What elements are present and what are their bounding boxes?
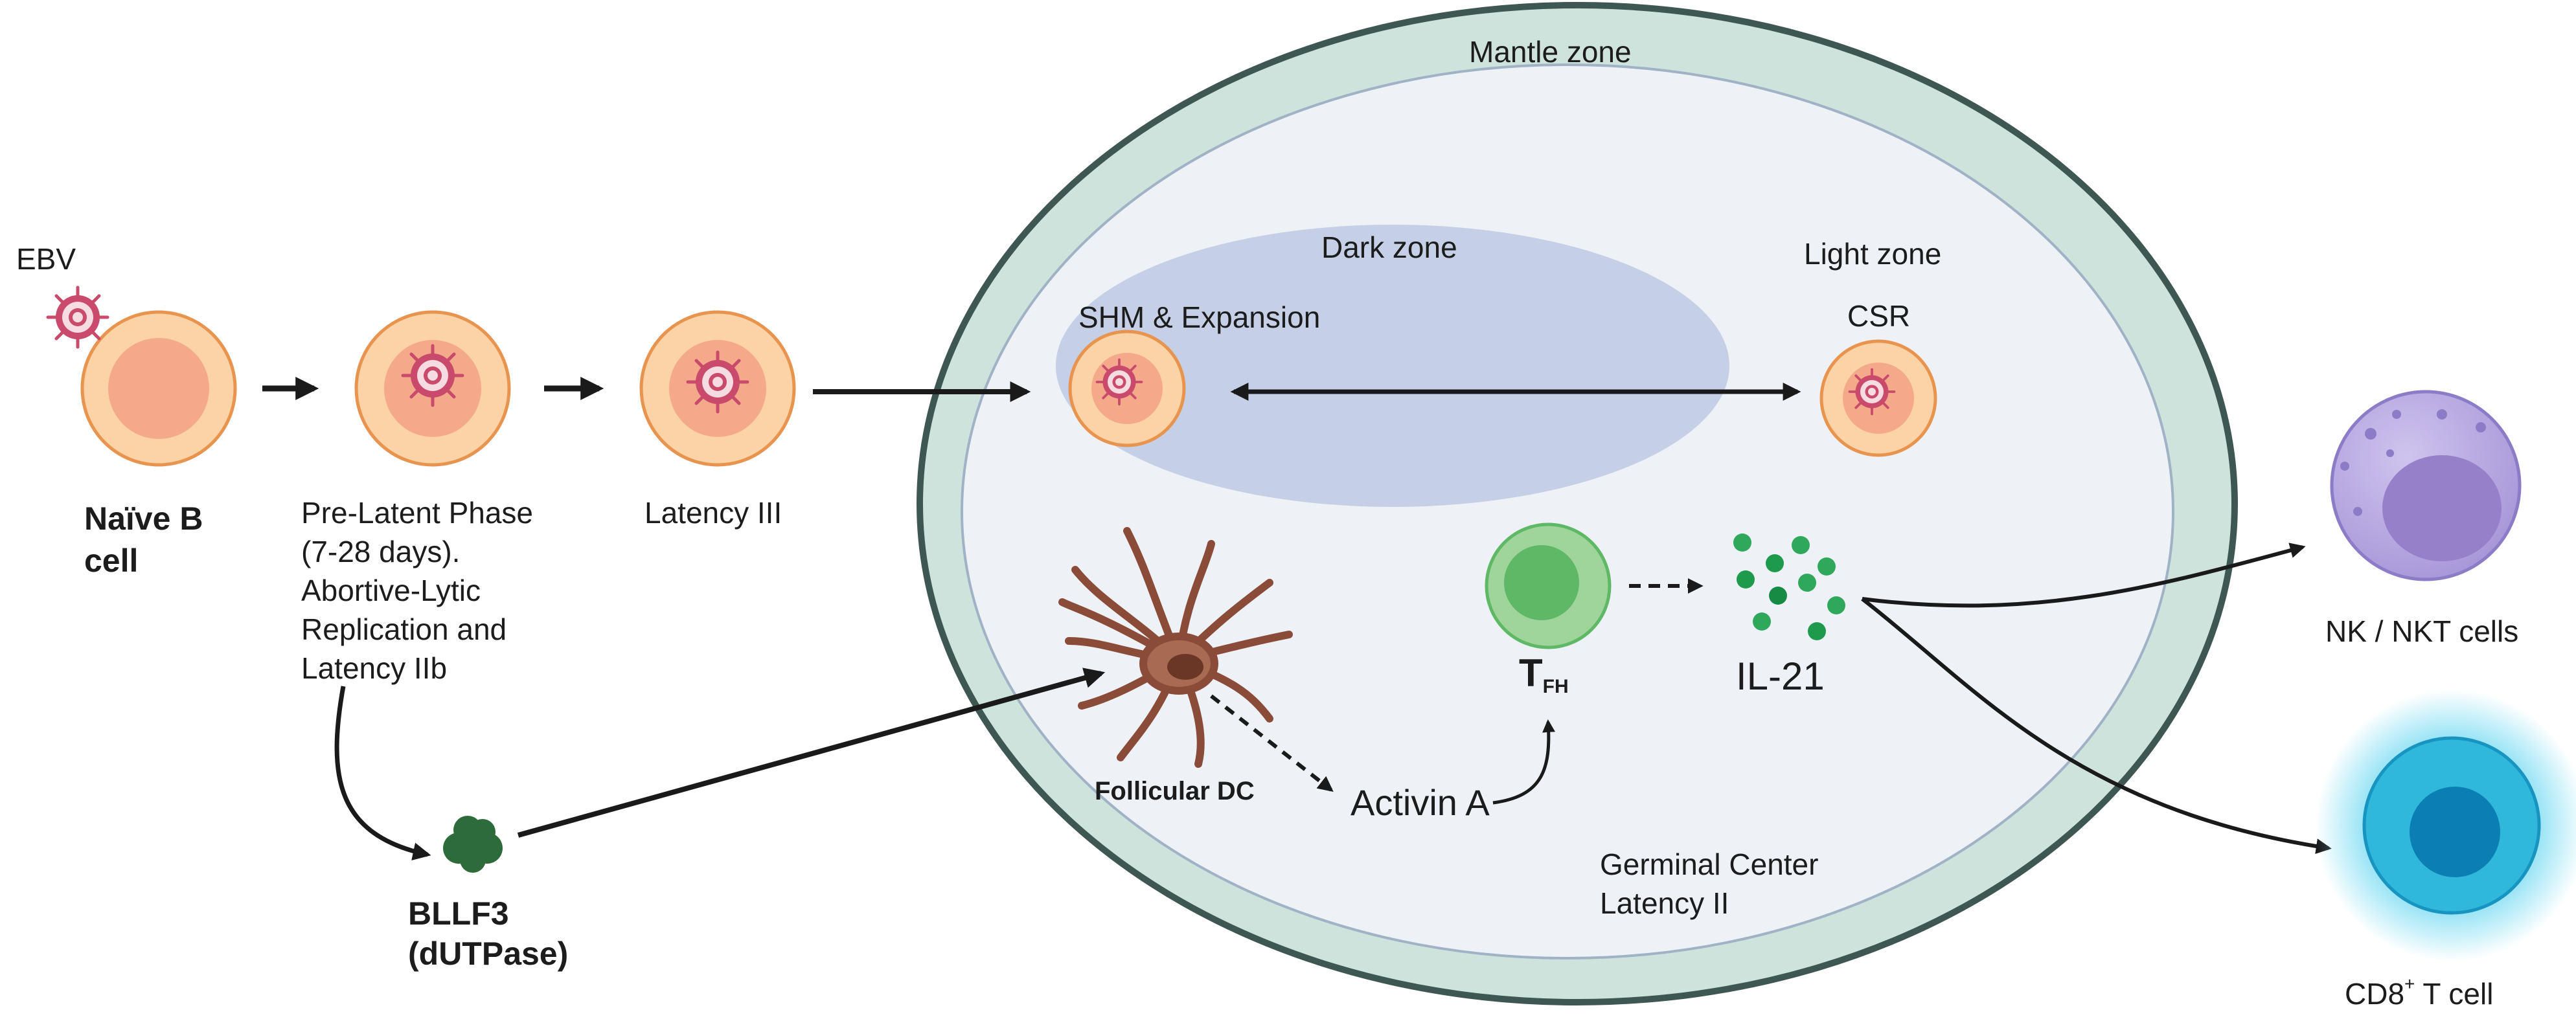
tfh-label: TFH xyxy=(1519,651,1569,710)
prelatent-line-1: Pre-Latent Phase xyxy=(301,496,534,530)
tfh-label-main: T xyxy=(1519,651,1543,695)
ebv-virus-icon xyxy=(48,287,108,347)
latency-iii-cell xyxy=(639,310,796,467)
light-zone-label: Light zone xyxy=(1804,237,1942,271)
naive-b-label-line2: cell xyxy=(84,543,139,579)
tfh-cell xyxy=(1485,522,1612,649)
tfh-label-sub: FH xyxy=(1542,676,1569,697)
bllf3-label-line1: BLLF3 xyxy=(408,895,509,932)
cd8-label-sup: + xyxy=(2404,974,2415,994)
arrow-activin-to-tfh xyxy=(1492,719,1556,805)
dark-zone-label: Dark zone xyxy=(1321,230,1457,264)
light-zone-cell xyxy=(1819,339,1937,457)
csr-label: CSR xyxy=(1847,299,1911,333)
cd8-label: CD8+ T cell xyxy=(2345,965,2493,1013)
prelatent-line-4: Replication and xyxy=(301,612,507,646)
latency-iii-label: Latency III xyxy=(644,496,782,530)
germinal-center-line1: Germinal Center xyxy=(1600,847,1819,881)
cd8-t-cell xyxy=(2316,690,2576,961)
nk-cell xyxy=(2330,390,2522,581)
dark-zone-cell xyxy=(1068,330,1186,447)
activin-a-label: Activin A xyxy=(1351,782,1490,823)
prelatent-cell xyxy=(354,310,511,467)
germinal-center-line2: Latency II xyxy=(1600,886,1729,920)
arrow-fdc-to-activin xyxy=(1210,694,1334,792)
arrow-il21-to-nk xyxy=(1862,543,2306,608)
il21-label: IL-21 xyxy=(1736,655,1825,698)
naive-b-label-line1: Naïve B xyxy=(84,500,203,537)
cd8-label-main: CD8 xyxy=(2345,977,2405,1011)
mantle-zone-label: Mantle zone xyxy=(1469,35,1632,69)
nk-nkt-label: NK / NKT cells xyxy=(2325,614,2519,648)
follicular-dc-icon xyxy=(1058,527,1293,768)
arrow-il21-to-cd8 xyxy=(1861,597,2332,854)
cd8-label-rest: T cell xyxy=(2415,977,2494,1011)
prelatent-line-2: (7-28 days). xyxy=(301,535,461,568)
prelatent-line-3: Abortive-Lytic xyxy=(301,574,481,607)
follicular-dc-label: Follicular DC xyxy=(1095,777,1255,805)
shm-expansion-label: SHM & Expansion xyxy=(1078,300,1321,334)
arrow-bllf3-to-fdc xyxy=(517,668,1106,838)
bllf3-label-line2: (dUTPase) xyxy=(408,936,569,972)
ebv-label: EBV xyxy=(16,242,76,276)
germinal-center xyxy=(961,63,2174,959)
il21-cytokine-icon xyxy=(1733,533,1845,640)
naive-b-cell xyxy=(80,310,237,467)
prelatent-line-5: Latency IIb xyxy=(301,651,448,685)
dark-zone xyxy=(1056,225,1729,507)
arrow-prelatent-to-bllf3 xyxy=(334,686,431,860)
bllf3-protein-icon xyxy=(443,816,503,873)
